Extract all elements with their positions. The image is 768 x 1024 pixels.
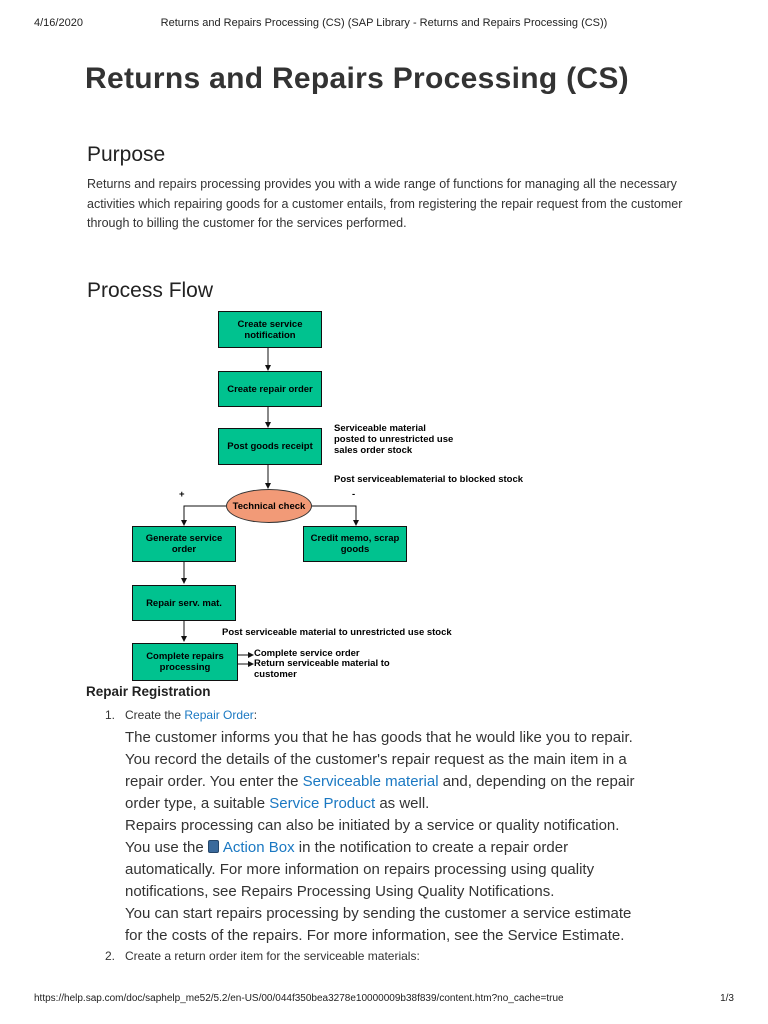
text-fragment: You use the [125,839,208,856]
box-create-service-notification: Create service notification [218,311,322,348]
purpose-heading: Purpose [87,143,166,166]
note-minus: - [352,489,356,500]
text-fragment: order type, a suitable [125,795,270,812]
step1-description: The customer informs you that he has goo… [125,727,725,947]
serviceable-material-link[interactable]: Serviceable material [302,773,439,790]
print-title: Returns and Repairs Processing (CS) (SAP… [160,17,608,29]
text-line: You can start repairs processing by send… [125,905,632,922]
box-generate-service-order: Generate service order [132,526,236,562]
ellipse-technical-check: Technical check [226,489,312,523]
process-flow-diagram: Create service notification Create repai… [120,305,560,685]
text-line: You record the details of the customer's… [125,751,627,768]
list-item-1: 1. Create the Repair Order: [105,708,257,722]
print-url: https://help.sap.com/doc/saphelp_me52/5.… [34,993,564,1004]
list-number: 1. [105,708,116,722]
note-plus: + [179,489,185,500]
box-repair-serv-mat: Repair serv. mat. [132,585,236,621]
text-line: The customer informs you that he has goo… [125,729,633,746]
box-credit-memo-scrap-goods: Credit memo, scrap goods [303,526,407,562]
text-line: repair order. You enter the Serviceable … [125,771,725,793]
repair-order-link[interactable]: Repair Order [184,708,254,722]
text-line: automatically. For more information on r… [125,861,595,878]
step1-suffix: : [253,708,258,722]
service-product-link[interactable]: Service Product [269,795,376,812]
print-page-number: 1/3 [720,993,734,1004]
box-create-repair-order: Create repair order [218,371,322,407]
text-line: Repairs processing can also be initiated… [125,817,620,834]
note-return-material: Return serviceable material to customer [254,658,390,680]
print-date: 4/16/2020 [34,17,83,29]
box-post-goods-receipt: Post goods receipt [218,428,322,465]
page-title: Returns and Repairs Processing (CS) [85,62,629,95]
step2-text: Create a return order item for the servi… [125,949,420,963]
text-fragment: as well. [375,795,430,812]
note-blocked-stock: Post serviceablematerial to blocked stoc… [334,474,524,485]
step1-prefix: Create the [125,708,185,722]
text-line: notifications, see Repairs Processing Us… [125,883,555,900]
list-number: 2. [105,949,116,963]
text-line: for the costs of the repairs. For more i… [125,927,625,944]
list-item-2: 2. Create a return order item for the ser… [105,949,420,963]
purpose-text: Returns and repairs processing provides … [87,177,683,230]
note-unrestricted-stock: Post serviceable material to unrestricte… [222,627,452,638]
note-complete-service-order: Complete service order [254,648,360,659]
text-line: You use the Action Box in the notificati… [125,837,725,859]
connector-line [312,505,359,526]
text-line: order type, a suitable Service Product a… [125,793,725,815]
repair-registration-heading: Repair Registration [86,684,211,699]
process-flow-heading: Process Flow [87,279,214,302]
text-fragment: and, depending on the repair [438,773,635,790]
box-complete-repairs-processing: Complete repairs processing [132,643,238,681]
text-fragment: repair order. You enter the [125,773,303,790]
connector-line [181,505,226,526]
action-box-link[interactable]: Action Box [222,839,295,856]
diagram-connectors [181,348,359,667]
text-fragment: in the notification to create a repair o… [294,839,569,856]
note-serviceable-unrestricted: Serviceable material posted to unrestric… [334,423,454,456]
action-box-icon [207,840,219,853]
